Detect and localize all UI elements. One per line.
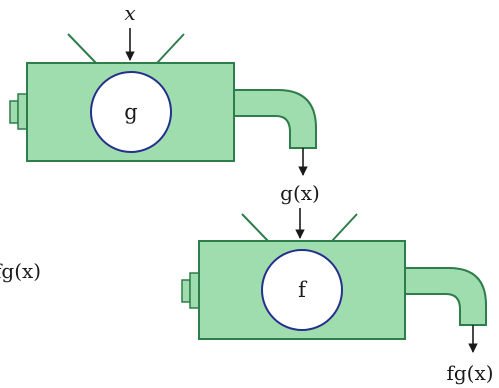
funnel-left-line xyxy=(68,34,96,63)
side-label-fgx: fg(x) xyxy=(0,259,41,283)
machine-f: f xyxy=(182,214,486,339)
machine-name-g: g xyxy=(124,100,137,124)
back-connector xyxy=(10,101,18,123)
final-output-label: fg(x) xyxy=(446,361,493,385)
input-label-x: x xyxy=(124,1,135,25)
funnel-right-line xyxy=(157,34,184,63)
funnel-left-line xyxy=(242,214,268,241)
machine-g: g xyxy=(10,34,316,161)
output-spout xyxy=(234,90,316,148)
back-connector xyxy=(182,280,190,302)
output-spout xyxy=(405,268,486,325)
intermediate-label-gx: g(x) xyxy=(280,181,320,205)
funnel-right-line xyxy=(332,214,357,241)
